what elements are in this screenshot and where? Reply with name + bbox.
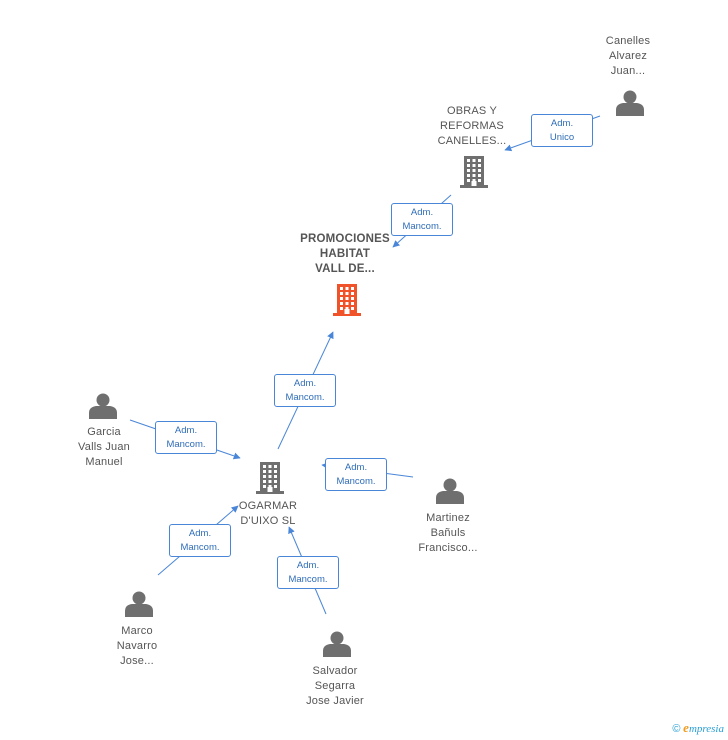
edge-role-line1: Adm. [174,425,198,436]
edge-role-line1: Adm. [344,462,368,473]
copyright-symbol: © [672,723,681,735]
edge-role-line1: Adm. [293,378,317,389]
edge-label-garcia-to-ogarmar[interactable]: Adm. Mancom. [155,421,217,454]
edge-role-line2: Mancom. [166,439,206,450]
edge-role-line2: Mancom. [285,392,325,403]
edge-role-line1: Adm. [550,118,574,129]
node-label-ogarmar[interactable]: OGARMAR D'UIXO SL [238,500,298,527]
node-label-obras[interactable]: OBRAS Y REFORMAS CANELLES... [437,105,507,147]
person-icon[interactable] [125,591,153,618]
edge-role-line2: Mancom. [336,476,376,487]
edge-role-line1: Adm. [296,560,320,571]
edge-role-line1: Adm. [410,207,434,218]
edge-label-obras-to-promociones[interactable]: Adm. Mancom. [391,203,453,236]
edge-label-salvador-to-ogarmar[interactable]: Adm. Mancom. [277,556,339,589]
node-label-salvador[interactable]: Salvador Segarra Jose Javier [306,665,364,707]
node-label-promociones[interactable]: PROMOCIONES HABITAT VALL DE... [300,233,390,275]
brand-initial: e [683,720,689,735]
edge-label-martinez-to-ogarmar[interactable]: Adm. Mancom. [325,458,387,491]
edge-label-marco-to-ogarmar[interactable]: Adm. Mancom. [169,524,231,557]
person-icon[interactable] [436,478,464,505]
person-icon[interactable] [323,631,351,658]
brand-name: mpresia [688,723,724,735]
building-icon[interactable] [333,284,361,316]
person-icon[interactable] [89,393,117,420]
edge-label-ogarmar-to-promociones[interactable]: Adm. Mancom. [274,374,336,407]
node-label-martinez[interactable]: Martinez Bañuls Francisco... [418,512,478,554]
edge-role-line1: Adm. [188,528,212,539]
building-icon[interactable] [256,462,284,494]
building-icon[interactable] [460,156,488,188]
node-label-canelles[interactable]: Canelles Alvarez Juan... [605,35,651,77]
node-label-garcia[interactable]: Garcia Valls Juan Manuel [78,426,130,468]
person-icon[interactable] [616,90,644,117]
edge-role-line2: Mancom. [402,221,442,232]
brand-footer: © empresia [672,720,724,736]
edge-label-canelles-to-obras[interactable]: Adm. Unico [531,114,593,147]
edge-role-line2: Unico [549,132,575,143]
edge-role-line2: Mancom. [288,574,328,585]
edge-role-line2: Mancom. [180,542,220,553]
node-label-marco[interactable]: Marco Navarro Jose... [116,625,158,667]
